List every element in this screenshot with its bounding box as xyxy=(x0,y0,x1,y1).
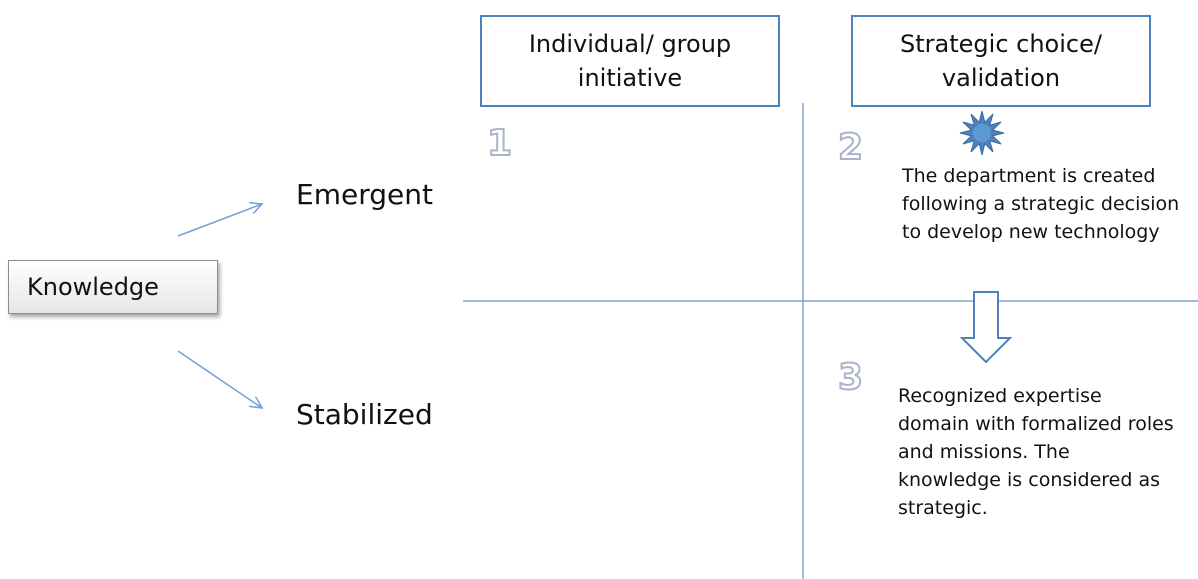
quadrant-number-3: 3 xyxy=(837,357,864,398)
row-label-stabilized: Stabilized xyxy=(296,398,433,431)
star-icon xyxy=(959,110,1005,156)
quadrant-number-1: 1 xyxy=(486,123,513,164)
column-header-strategic: Strategic choice/ validation xyxy=(851,15,1151,107)
knowledge-label: Knowledge xyxy=(27,273,159,301)
arrow-to-emergent xyxy=(177,204,262,237)
column-header-label: Individual/ group initiative xyxy=(528,30,732,92)
column-header-label: Strategic choice/ validation xyxy=(900,30,1102,92)
quadrant-2-description: The department is created following a st… xyxy=(902,165,1180,243)
knowledge-node: Knowledge xyxy=(8,260,218,314)
arrow-to-stabilized xyxy=(177,350,262,408)
row-label-emergent: Emergent xyxy=(296,178,433,211)
column-header-individual: Individual/ group initiative xyxy=(480,15,780,107)
quadrant-number-2: 2 xyxy=(837,127,864,168)
down-arrow-icon xyxy=(959,291,1013,364)
quadrant-3-description: Recognized expertise domain with formali… xyxy=(898,385,1174,519)
